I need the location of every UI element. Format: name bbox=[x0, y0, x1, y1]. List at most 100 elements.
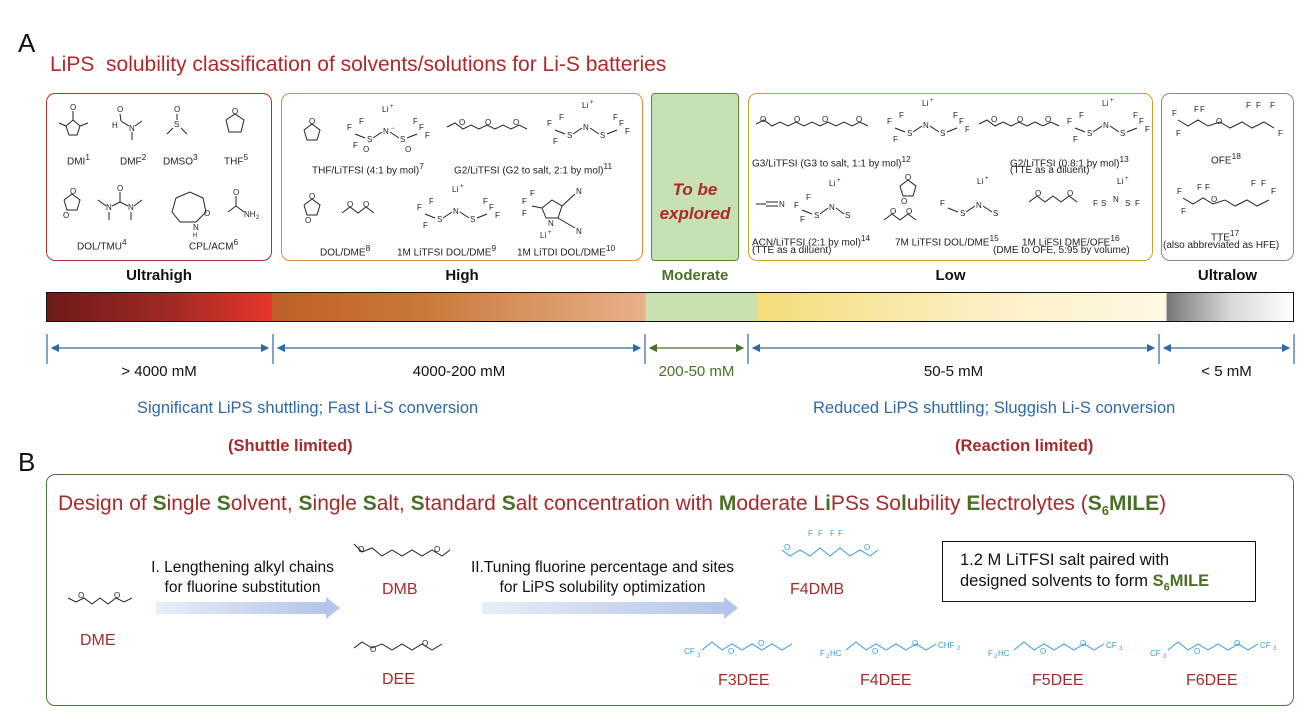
svg-text:N: N bbox=[1103, 121, 1109, 130]
svg-text:F: F bbox=[417, 203, 422, 212]
svg-text:F: F bbox=[1271, 187, 1276, 196]
svg-text:2: 2 bbox=[256, 215, 260, 221]
svg-text:F: F bbox=[1079, 111, 1084, 120]
svg-text:N: N bbox=[1113, 195, 1119, 204]
panel-b-letter: B bbox=[18, 447, 36, 477]
svg-text:O: O bbox=[347, 200, 353, 209]
molecule-f3dee: F3DEE bbox=[718, 672, 770, 689]
svg-text:HC: HC bbox=[998, 649, 1010, 658]
svg-text:F: F bbox=[953, 111, 958, 120]
svg-text:O: O bbox=[794, 115, 800, 124]
svg-text:F: F bbox=[413, 117, 418, 126]
label-dmf: DMF2 bbox=[120, 152, 147, 168]
svg-text:CF: CF bbox=[1150, 649, 1161, 658]
svg-text:O: O bbox=[1017, 115, 1023, 124]
svg-text:O: O bbox=[117, 184, 123, 193]
svg-text:F: F bbox=[495, 211, 500, 220]
svg-text:Li: Li bbox=[922, 99, 928, 108]
label-thf: THF5 bbox=[224, 152, 249, 168]
svg-text:F: F bbox=[1135, 199, 1140, 208]
svg-text:F: F bbox=[1205, 183, 1210, 192]
svg-text:F: F bbox=[820, 649, 825, 658]
svg-text:O: O bbox=[305, 216, 311, 225]
svg-text:N: N bbox=[583, 123, 589, 132]
label-dmso: DMSO3 bbox=[163, 152, 198, 168]
svg-text:Li: Li bbox=[1102, 99, 1108, 108]
dee-structure: OO bbox=[353, 639, 443, 654]
svg-text:F: F bbox=[489, 203, 494, 212]
svg-text:O: O bbox=[513, 118, 519, 127]
high-box bbox=[281, 93, 643, 261]
range-ultralow: < 5 mM bbox=[1201, 363, 1252, 380]
svg-text:H: H bbox=[193, 233, 197, 239]
svg-text:O: O bbox=[70, 187, 76, 196]
label-dme-ofe-ratio: (DME to OFE, 5:95 by volume) bbox=[993, 245, 1130, 256]
svg-text:O: O bbox=[1045, 115, 1051, 124]
svg-text:F: F bbox=[1067, 117, 1072, 126]
litfsi-structure-2: Li+FFF SNS FFF bbox=[547, 100, 630, 146]
svg-text:O: O bbox=[358, 545, 364, 554]
limit-left: (Shuttle limited) bbox=[228, 437, 353, 455]
svg-text:O: O bbox=[822, 115, 828, 124]
svg-text:O: O bbox=[78, 591, 84, 600]
svg-text:Li: Li bbox=[452, 185, 458, 194]
svg-text:F: F bbox=[522, 197, 527, 206]
litfsi-structure-5: Li+FFF SNS FFF bbox=[1067, 98, 1150, 144]
svg-text:F: F bbox=[830, 529, 835, 538]
svg-text:O: O bbox=[758, 639, 764, 648]
svg-text:F: F bbox=[553, 137, 558, 146]
svg-text:F: F bbox=[800, 215, 805, 224]
label-dmi: DMI1 bbox=[67, 152, 90, 168]
svg-text:O: O bbox=[912, 639, 918, 648]
moderate-box bbox=[651, 93, 739, 261]
svg-text:F: F bbox=[425, 131, 430, 140]
svg-text:+: + bbox=[390, 104, 394, 110]
svg-text:S: S bbox=[400, 135, 405, 144]
svg-text:F: F bbox=[1194, 105, 1199, 114]
svg-text:N: N bbox=[129, 124, 135, 133]
svg-text:+: + bbox=[930, 98, 934, 104]
svg-text:F: F bbox=[613, 113, 618, 122]
title-lead: LiPS bbox=[50, 53, 95, 76]
svg-text:3: 3 bbox=[697, 653, 701, 659]
molecule-dee: DEE bbox=[382, 671, 415, 688]
svg-text:N: N bbox=[383, 127, 389, 136]
svg-text:F: F bbox=[559, 113, 564, 122]
label-litfsi-dol-dme: 1M LiTFSI DOL/DME9 bbox=[397, 243, 497, 259]
svg-text:F: F bbox=[988, 649, 993, 658]
svg-text:N: N bbox=[976, 201, 982, 210]
callout-box: 1.2 M LiTFSI salt paired with designed s… bbox=[942, 541, 1256, 602]
svg-text:O: O bbox=[232, 107, 238, 116]
solubility-gradient-bar bbox=[46, 292, 1294, 322]
svg-text:+: + bbox=[460, 184, 464, 190]
svg-text:N: N bbox=[106, 203, 112, 212]
category-moderate: Moderate bbox=[661, 267, 729, 284]
svg-text:O: O bbox=[485, 118, 491, 127]
ultrahigh-box bbox=[46, 93, 272, 261]
svg-text:CHF: CHF bbox=[938, 641, 955, 650]
svg-text:O: O bbox=[405, 145, 411, 154]
step-1-arrow bbox=[156, 602, 328, 614]
svg-text:F: F bbox=[353, 141, 358, 150]
range-low: 50-5 mM bbox=[923, 363, 984, 380]
svg-text:O: O bbox=[1035, 189, 1041, 198]
svg-text:O: O bbox=[1067, 189, 1073, 198]
svg-text:F: F bbox=[547, 119, 552, 128]
dmi-structure: O bbox=[58, 103, 89, 136]
label-thf-litfsi: THF/LiTFSI (4:1 by mol)7 bbox=[312, 161, 424, 177]
svg-text:O: O bbox=[309, 192, 315, 201]
litfsi-structure-3: Li+FFF SNS FFF bbox=[417, 184, 500, 230]
limit-right: (Reaction limited) bbox=[955, 437, 1094, 455]
svg-text:O: O bbox=[114, 591, 120, 600]
svg-text:O: O bbox=[204, 209, 210, 218]
label-tte: TTE17 bbox=[1211, 228, 1240, 244]
svg-text:F: F bbox=[808, 529, 813, 538]
svg-text:F: F bbox=[1177, 187, 1182, 196]
svg-text:F: F bbox=[1133, 111, 1138, 120]
label-g3-litfsi: G3/LiTFSI (G3 to salt, 1:1 by mol)12 bbox=[752, 154, 911, 170]
